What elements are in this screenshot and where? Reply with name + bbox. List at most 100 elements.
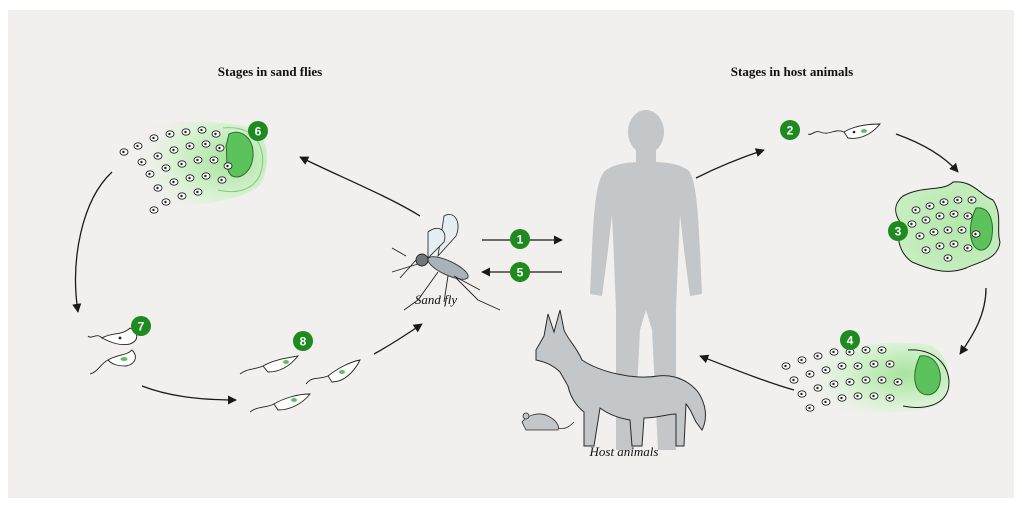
amastigote-nucleus bbox=[196, 159, 198, 161]
amastigote-nucleus bbox=[974, 233, 976, 235]
step-badge-5: 5 bbox=[510, 262, 530, 282]
amastigote-nucleus bbox=[848, 381, 850, 383]
arrow-stage6-to-stage7 bbox=[76, 172, 112, 312]
amastigote-nucleus bbox=[910, 223, 912, 225]
amastigote-nucleus bbox=[856, 365, 858, 367]
amastigote-nucleus bbox=[800, 359, 802, 361]
amastigote-nucleus bbox=[956, 199, 958, 201]
amastigote-nucleus bbox=[966, 215, 968, 217]
amastigote-nucleus bbox=[960, 229, 962, 231]
amastigote-nucleus bbox=[122, 151, 124, 153]
amastigote-nucleus bbox=[152, 137, 154, 139]
amastigote-nucleus bbox=[918, 235, 920, 237]
amastigote-nucleus bbox=[188, 177, 190, 179]
arrow-host-to-stage2 bbox=[696, 150, 764, 178]
stage-6-infected-tissue bbox=[120, 121, 267, 213]
amastigote-nucleus bbox=[220, 179, 222, 181]
arrow-stage7-to-stage8 bbox=[142, 386, 236, 400]
amastigote-nucleus bbox=[914, 209, 916, 211]
amastigote-nucleus bbox=[784, 365, 786, 367]
amastigote-nucleus bbox=[824, 401, 826, 403]
amastigote-nucleus bbox=[164, 201, 166, 203]
step-badge-7-label: 7 bbox=[138, 320, 145, 334]
amastigote-nucleus bbox=[942, 201, 944, 203]
amastigote-nucleus bbox=[880, 379, 882, 381]
diagram-canvas: Stages in sand flies Stages in host anim… bbox=[8, 10, 1014, 498]
amastigote-nucleus bbox=[148, 173, 150, 175]
amastigote-nucleus bbox=[840, 397, 842, 399]
amastigote-nucleus bbox=[214, 133, 216, 135]
amastigote-nucleus bbox=[152, 209, 154, 211]
stage-3-infected-tissue bbox=[896, 182, 1000, 272]
amastigote-nucleus bbox=[808, 407, 810, 409]
amastigote-nucleus bbox=[880, 349, 882, 351]
amastigote-nucleus bbox=[808, 373, 810, 375]
step-badge-4-label: 4 bbox=[847, 334, 854, 348]
amastigote-nucleus bbox=[896, 381, 898, 383]
amastigote-nucleus bbox=[156, 155, 158, 157]
amastigote-nucleus bbox=[888, 363, 890, 365]
amastigote-nucleus bbox=[136, 145, 138, 147]
amastigote-nucleus bbox=[180, 163, 182, 165]
amastigote-nucleus bbox=[792, 379, 794, 381]
amastigote-nucleus bbox=[888, 397, 890, 399]
amastigote-nucleus bbox=[832, 383, 834, 385]
amastigote-nucleus bbox=[156, 187, 158, 189]
amastigote-nucleus bbox=[946, 257, 948, 259]
step-badge-4: 4 bbox=[840, 330, 860, 350]
amastigote-nucleus bbox=[180, 195, 182, 197]
amastigote-nucleus bbox=[188, 145, 190, 147]
amastigote-nucleus bbox=[218, 147, 220, 149]
step-badge-1: 1 bbox=[510, 229, 530, 249]
amastigote-nucleus bbox=[840, 365, 842, 367]
step-badge-7: 7 bbox=[131, 316, 151, 336]
amastigote-nucleus bbox=[864, 349, 866, 351]
mouse-silhouette bbox=[522, 413, 574, 430]
step-badge-8-label: 8 bbox=[300, 335, 307, 349]
step-badge-1-label: 1 bbox=[517, 233, 524, 247]
amastigote-nucleus bbox=[164, 167, 166, 169]
amastigote-nucleus bbox=[172, 149, 174, 151]
amastigote-nucleus bbox=[864, 379, 866, 381]
sand-fly-caption: Sand fly bbox=[415, 292, 457, 307]
amastigote-nucleus bbox=[196, 191, 198, 193]
amastigote-nucleus bbox=[966, 247, 968, 249]
amastigote-nucleus bbox=[140, 161, 142, 163]
amastigote-nucleus bbox=[946, 229, 948, 231]
host-animals-caption: Host animals bbox=[589, 444, 659, 459]
amastigote-nucleus bbox=[832, 351, 834, 353]
life-cycle-diagram: Stages in sand flies Stages in host anim… bbox=[8, 10, 1014, 498]
step-badge-2: 2 bbox=[780, 120, 800, 140]
step-badge-6-label: 6 bbox=[255, 125, 262, 139]
amastigote-nucleus bbox=[856, 395, 858, 397]
step-badge-2-label: 2 bbox=[787, 124, 794, 138]
amastigote-nucleus bbox=[848, 351, 850, 353]
amastigote-nucleus bbox=[816, 387, 818, 389]
step-badge-3-label: 3 bbox=[895, 225, 902, 239]
host-animals-heading: Stages in host animals bbox=[731, 64, 853, 79]
amastigote-nucleus bbox=[172, 181, 174, 183]
amastigote-nucleus bbox=[204, 143, 206, 145]
step-badge-6: 6 bbox=[248, 121, 268, 141]
amastigote-nucleus bbox=[212, 159, 214, 161]
amastigote-nucleus bbox=[952, 213, 954, 215]
arrow-stage8-to-fly bbox=[374, 324, 422, 354]
amastigote-nucleus bbox=[938, 245, 940, 247]
amastigote-nucleus bbox=[952, 243, 954, 245]
amastigote-nucleus bbox=[924, 249, 926, 251]
amastigote-nucleus bbox=[872, 363, 874, 365]
step-badge-8: 8 bbox=[293, 331, 313, 351]
amastigote-nucleus bbox=[938, 215, 940, 217]
amastigote-nucleus bbox=[816, 355, 818, 357]
stage-8-promastigotes bbox=[240, 356, 360, 412]
step-badge-3: 3 bbox=[888, 221, 908, 241]
amastigote-nucleus bbox=[932, 231, 934, 233]
stage-7-promastigotes bbox=[88, 328, 137, 374]
arrow-stage3-to-stage4 bbox=[960, 288, 986, 354]
stage-4-infected-tissue bbox=[782, 343, 949, 414]
amastigote-nucleus bbox=[204, 175, 206, 177]
amastigote-nucleus bbox=[824, 369, 826, 371]
amastigote-nucleus bbox=[800, 393, 802, 395]
sand-flies-heading: Stages in sand flies bbox=[218, 64, 322, 79]
amastigote-nucleus bbox=[928, 205, 930, 207]
